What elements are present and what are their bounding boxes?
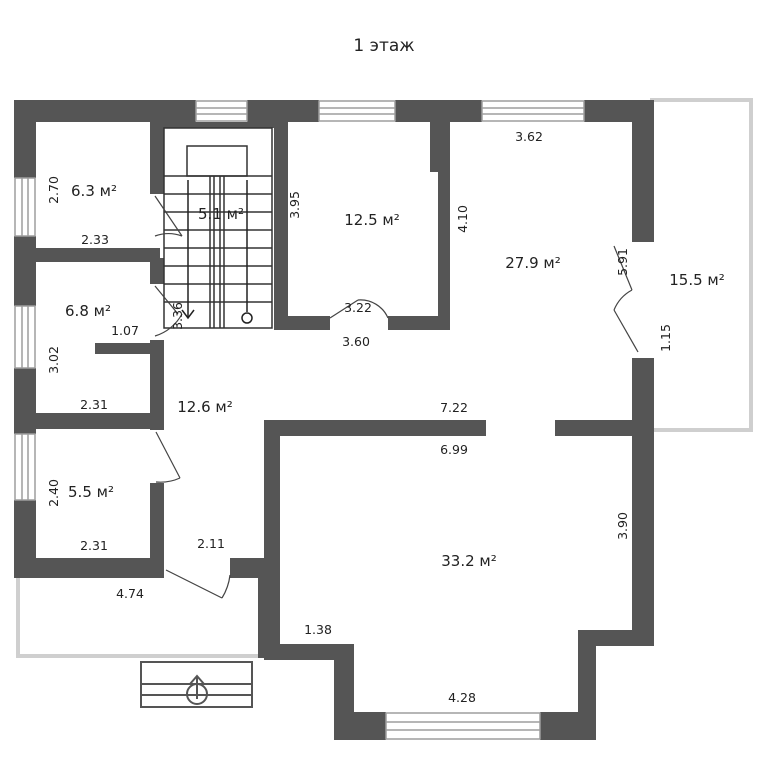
dimension-label: 1.07 bbox=[111, 323, 139, 338]
door-swing-icon bbox=[154, 195, 639, 599]
staircase bbox=[163, 127, 273, 329]
dimension-label: 3.02 bbox=[46, 346, 61, 374]
room-area-label: 5.5 м² bbox=[68, 483, 114, 501]
dimension-label: 5.91 bbox=[615, 248, 630, 276]
room-area-label: 6.8 м² bbox=[65, 302, 111, 320]
dimension-label: 1.15 bbox=[658, 324, 673, 352]
dimension-label: 2.70 bbox=[46, 176, 61, 204]
floor-title: 1 этаж bbox=[353, 36, 414, 56]
balcony-outline bbox=[16, 98, 753, 658]
dimension-labels: 2.70 2.33 3.02 1.07 2.31 2.40 2.31 4.74 … bbox=[46, 129, 673, 705]
dimension-label: 7.22 bbox=[440, 400, 468, 415]
dimension-label: 3.95 bbox=[287, 191, 302, 219]
dimension-label: 3.62 bbox=[515, 129, 543, 144]
room-labels: 6.3 м² 6.8 м² 5.5 м² 5.1 м² 12.5 м² 27.9… bbox=[65, 182, 725, 570]
dimension-label: 3.36 bbox=[170, 302, 185, 330]
dimension-label: 2.33 bbox=[81, 232, 109, 247]
walls bbox=[14, 100, 654, 740]
window-icon bbox=[14, 100, 585, 740]
dimension-label: 2.31 bbox=[80, 538, 108, 553]
room-area-label: 12.5 м² bbox=[344, 211, 400, 229]
dimension-label: 2.40 bbox=[46, 479, 61, 507]
dimension-label: 2.31 bbox=[80, 397, 108, 412]
dimension-label: 4.10 bbox=[455, 205, 470, 233]
stair-arrow-icon bbox=[181, 180, 253, 324]
room-area-label: 5.1 м² bbox=[198, 205, 244, 223]
dimension-label: 6.99 bbox=[440, 442, 468, 457]
room-area-label: 27.9 м² bbox=[505, 254, 561, 272]
dimension-label: 3.90 bbox=[615, 512, 630, 540]
dimension-label: 4.28 bbox=[448, 690, 476, 705]
dimension-label: 3.60 bbox=[342, 334, 370, 349]
room-area-label: 6.3 м² bbox=[71, 182, 117, 200]
dimension-label: 1.38 bbox=[304, 622, 332, 637]
room-area-label: 33.2 м² bbox=[441, 552, 497, 570]
room-area-label: 12.6 м² bbox=[177, 398, 233, 416]
dimension-label: 3.22 bbox=[344, 300, 372, 315]
room-area-label: 15.5 м² bbox=[669, 271, 725, 289]
dimension-label: 4.74 bbox=[116, 586, 144, 601]
dimension-label: 2.11 bbox=[197, 536, 225, 551]
porch-steps-icon bbox=[140, 661, 253, 708]
